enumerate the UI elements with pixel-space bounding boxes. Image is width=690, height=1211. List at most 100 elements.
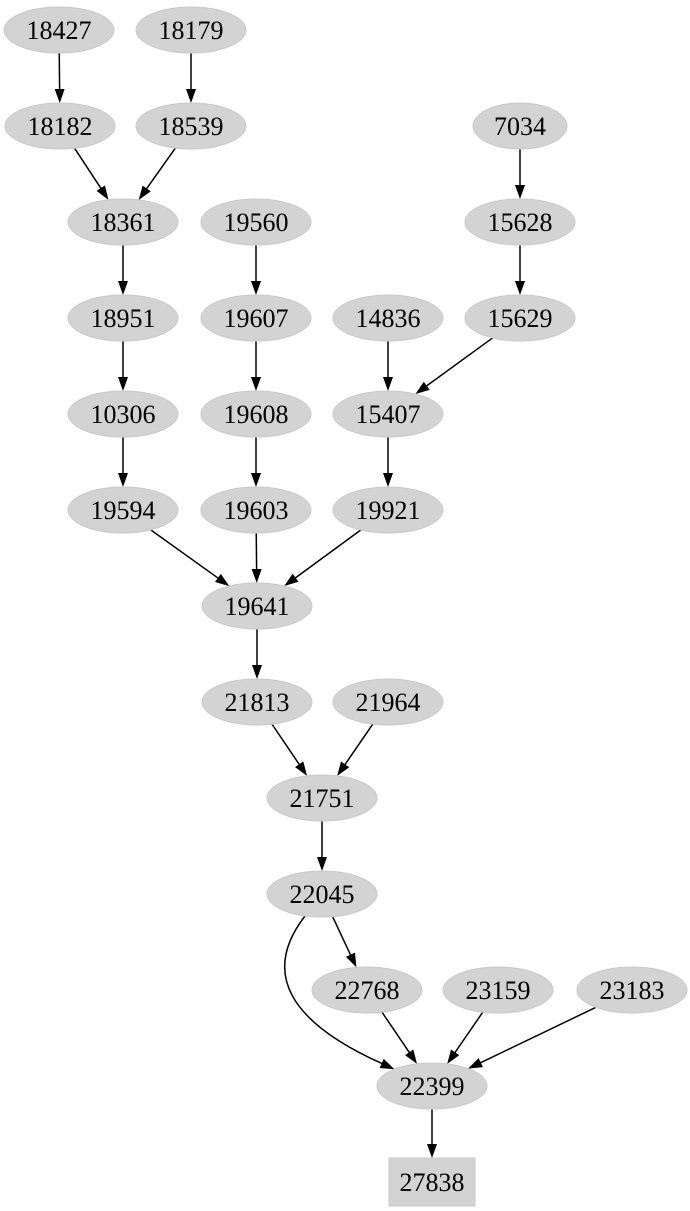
node-15629: 15629 xyxy=(464,294,576,342)
node-shape-ellipse xyxy=(376,1062,488,1110)
edge-14836-15407 xyxy=(383,341,393,391)
node-label: 18361 xyxy=(91,208,156,237)
node-19921: 19921 xyxy=(332,486,444,534)
node-19641: 19641 xyxy=(201,582,313,630)
node-shape-ellipse xyxy=(201,678,313,726)
node-shape-ellipse xyxy=(135,102,247,150)
edge-21964-21751 xyxy=(337,723,374,776)
edge-19641-21813 xyxy=(252,629,262,679)
arrowhead-icon xyxy=(118,281,128,295)
arrowhead-icon xyxy=(284,573,299,587)
node-19603: 19603 xyxy=(200,486,312,534)
node-10306: 10306 xyxy=(67,390,179,438)
node-23159: 23159 xyxy=(442,966,554,1014)
node-label: 10306 xyxy=(91,400,156,429)
node-label: 18179 xyxy=(159,16,224,45)
arrowhead-icon xyxy=(96,185,109,200)
node-15407: 15407 xyxy=(332,390,444,438)
edge-18539-18361 xyxy=(138,147,176,200)
node-label: 18539 xyxy=(159,112,224,141)
edge-line xyxy=(271,723,301,766)
edge-21751-22045 xyxy=(317,821,327,871)
edge-18182-18361 xyxy=(73,147,109,200)
edge-19594-19641 xyxy=(150,529,230,587)
node-label: 19560 xyxy=(224,208,289,237)
node-label: 22399 xyxy=(400,1072,465,1101)
node-22768: 22768 xyxy=(311,966,423,1014)
node-shape-ellipse xyxy=(332,390,444,438)
edge-18427-18182 xyxy=(54,52,65,104)
node-shape-rect xyxy=(388,1157,476,1207)
node-label: 18427 xyxy=(27,16,92,45)
node-shape-ellipse xyxy=(332,294,444,342)
node-shape-ellipse xyxy=(200,486,312,534)
node-23183: 23183 xyxy=(576,966,688,1014)
arrowhead-icon xyxy=(214,573,230,587)
arrowhead-icon xyxy=(405,1049,418,1064)
arrowhead-icon xyxy=(251,281,261,295)
node-shape-ellipse xyxy=(67,198,179,246)
node-shape-ellipse xyxy=(576,966,688,1014)
node-label: 19603 xyxy=(224,496,289,525)
node-19608: 19608 xyxy=(200,390,312,438)
node-label: 18951 xyxy=(91,304,156,333)
node-shape-ellipse xyxy=(67,390,179,438)
node-18182: 18182 xyxy=(4,102,116,150)
arrowhead-icon xyxy=(118,377,128,391)
edge-19608-19603 xyxy=(251,437,261,487)
edge-18951-10306 xyxy=(118,341,128,391)
node-18361: 18361 xyxy=(67,198,179,246)
arrowhead-icon xyxy=(317,857,327,871)
arrowhead-icon xyxy=(186,89,196,103)
node-label: 23159 xyxy=(466,976,531,1005)
arrowhead-icon xyxy=(138,185,151,200)
node-22399: 22399 xyxy=(376,1062,488,1110)
node-19560: 19560 xyxy=(200,198,312,246)
edge-19560-19607 xyxy=(251,245,261,295)
node-18951: 18951 xyxy=(67,294,179,342)
node-shape-ellipse xyxy=(464,294,576,342)
node-shape-ellipse xyxy=(266,870,378,918)
node-label: 7034 xyxy=(494,112,546,141)
node-label: 14836 xyxy=(356,304,421,333)
edge-19603-19641 xyxy=(251,532,262,584)
arrowhead-icon xyxy=(415,381,430,395)
node-7034: 7034 xyxy=(472,102,568,150)
node-shape-ellipse xyxy=(311,966,423,1014)
arrowhead-icon xyxy=(427,1144,437,1158)
node-label: 23183 xyxy=(600,976,665,1005)
arrowhead-icon xyxy=(447,1049,460,1064)
edge-22399-27838 xyxy=(427,1109,437,1158)
arrowhead-icon xyxy=(295,761,308,776)
edge-19921-19641 xyxy=(284,529,362,587)
edge-22045-22768 xyxy=(331,916,357,968)
edge-7034-15628 xyxy=(515,149,525,199)
arrowhead-icon xyxy=(54,88,65,104)
edge-19607-19608 xyxy=(251,341,261,391)
arrowhead-icon xyxy=(251,377,261,391)
node-label: 18182 xyxy=(28,112,93,141)
node-label: 21751 xyxy=(290,784,355,813)
arrowhead-icon xyxy=(252,665,262,679)
node-label: 21964 xyxy=(356,688,421,717)
arrowhead-icon xyxy=(515,281,525,295)
node-shape-ellipse xyxy=(332,678,444,726)
arrowhead-icon xyxy=(118,473,128,487)
arrowhead-icon xyxy=(251,473,261,487)
edge-22045-22399 xyxy=(283,915,395,1070)
arrowhead-icon xyxy=(383,377,393,391)
node-shape-ellipse xyxy=(200,390,312,438)
edge-line xyxy=(479,1006,597,1064)
node-label: 19641 xyxy=(225,592,290,621)
arrowhead-icon xyxy=(337,761,350,776)
node-shape-ellipse xyxy=(200,198,312,246)
edge-15628-15629 xyxy=(515,245,525,295)
edge-23183-22399 xyxy=(468,1006,597,1069)
arrowhead-icon xyxy=(383,473,393,487)
node-shape-ellipse xyxy=(67,294,179,342)
node-21813: 21813 xyxy=(201,678,313,726)
node-shape-ellipse xyxy=(200,294,312,342)
edge-line xyxy=(331,916,352,956)
edge-line xyxy=(425,337,494,388)
